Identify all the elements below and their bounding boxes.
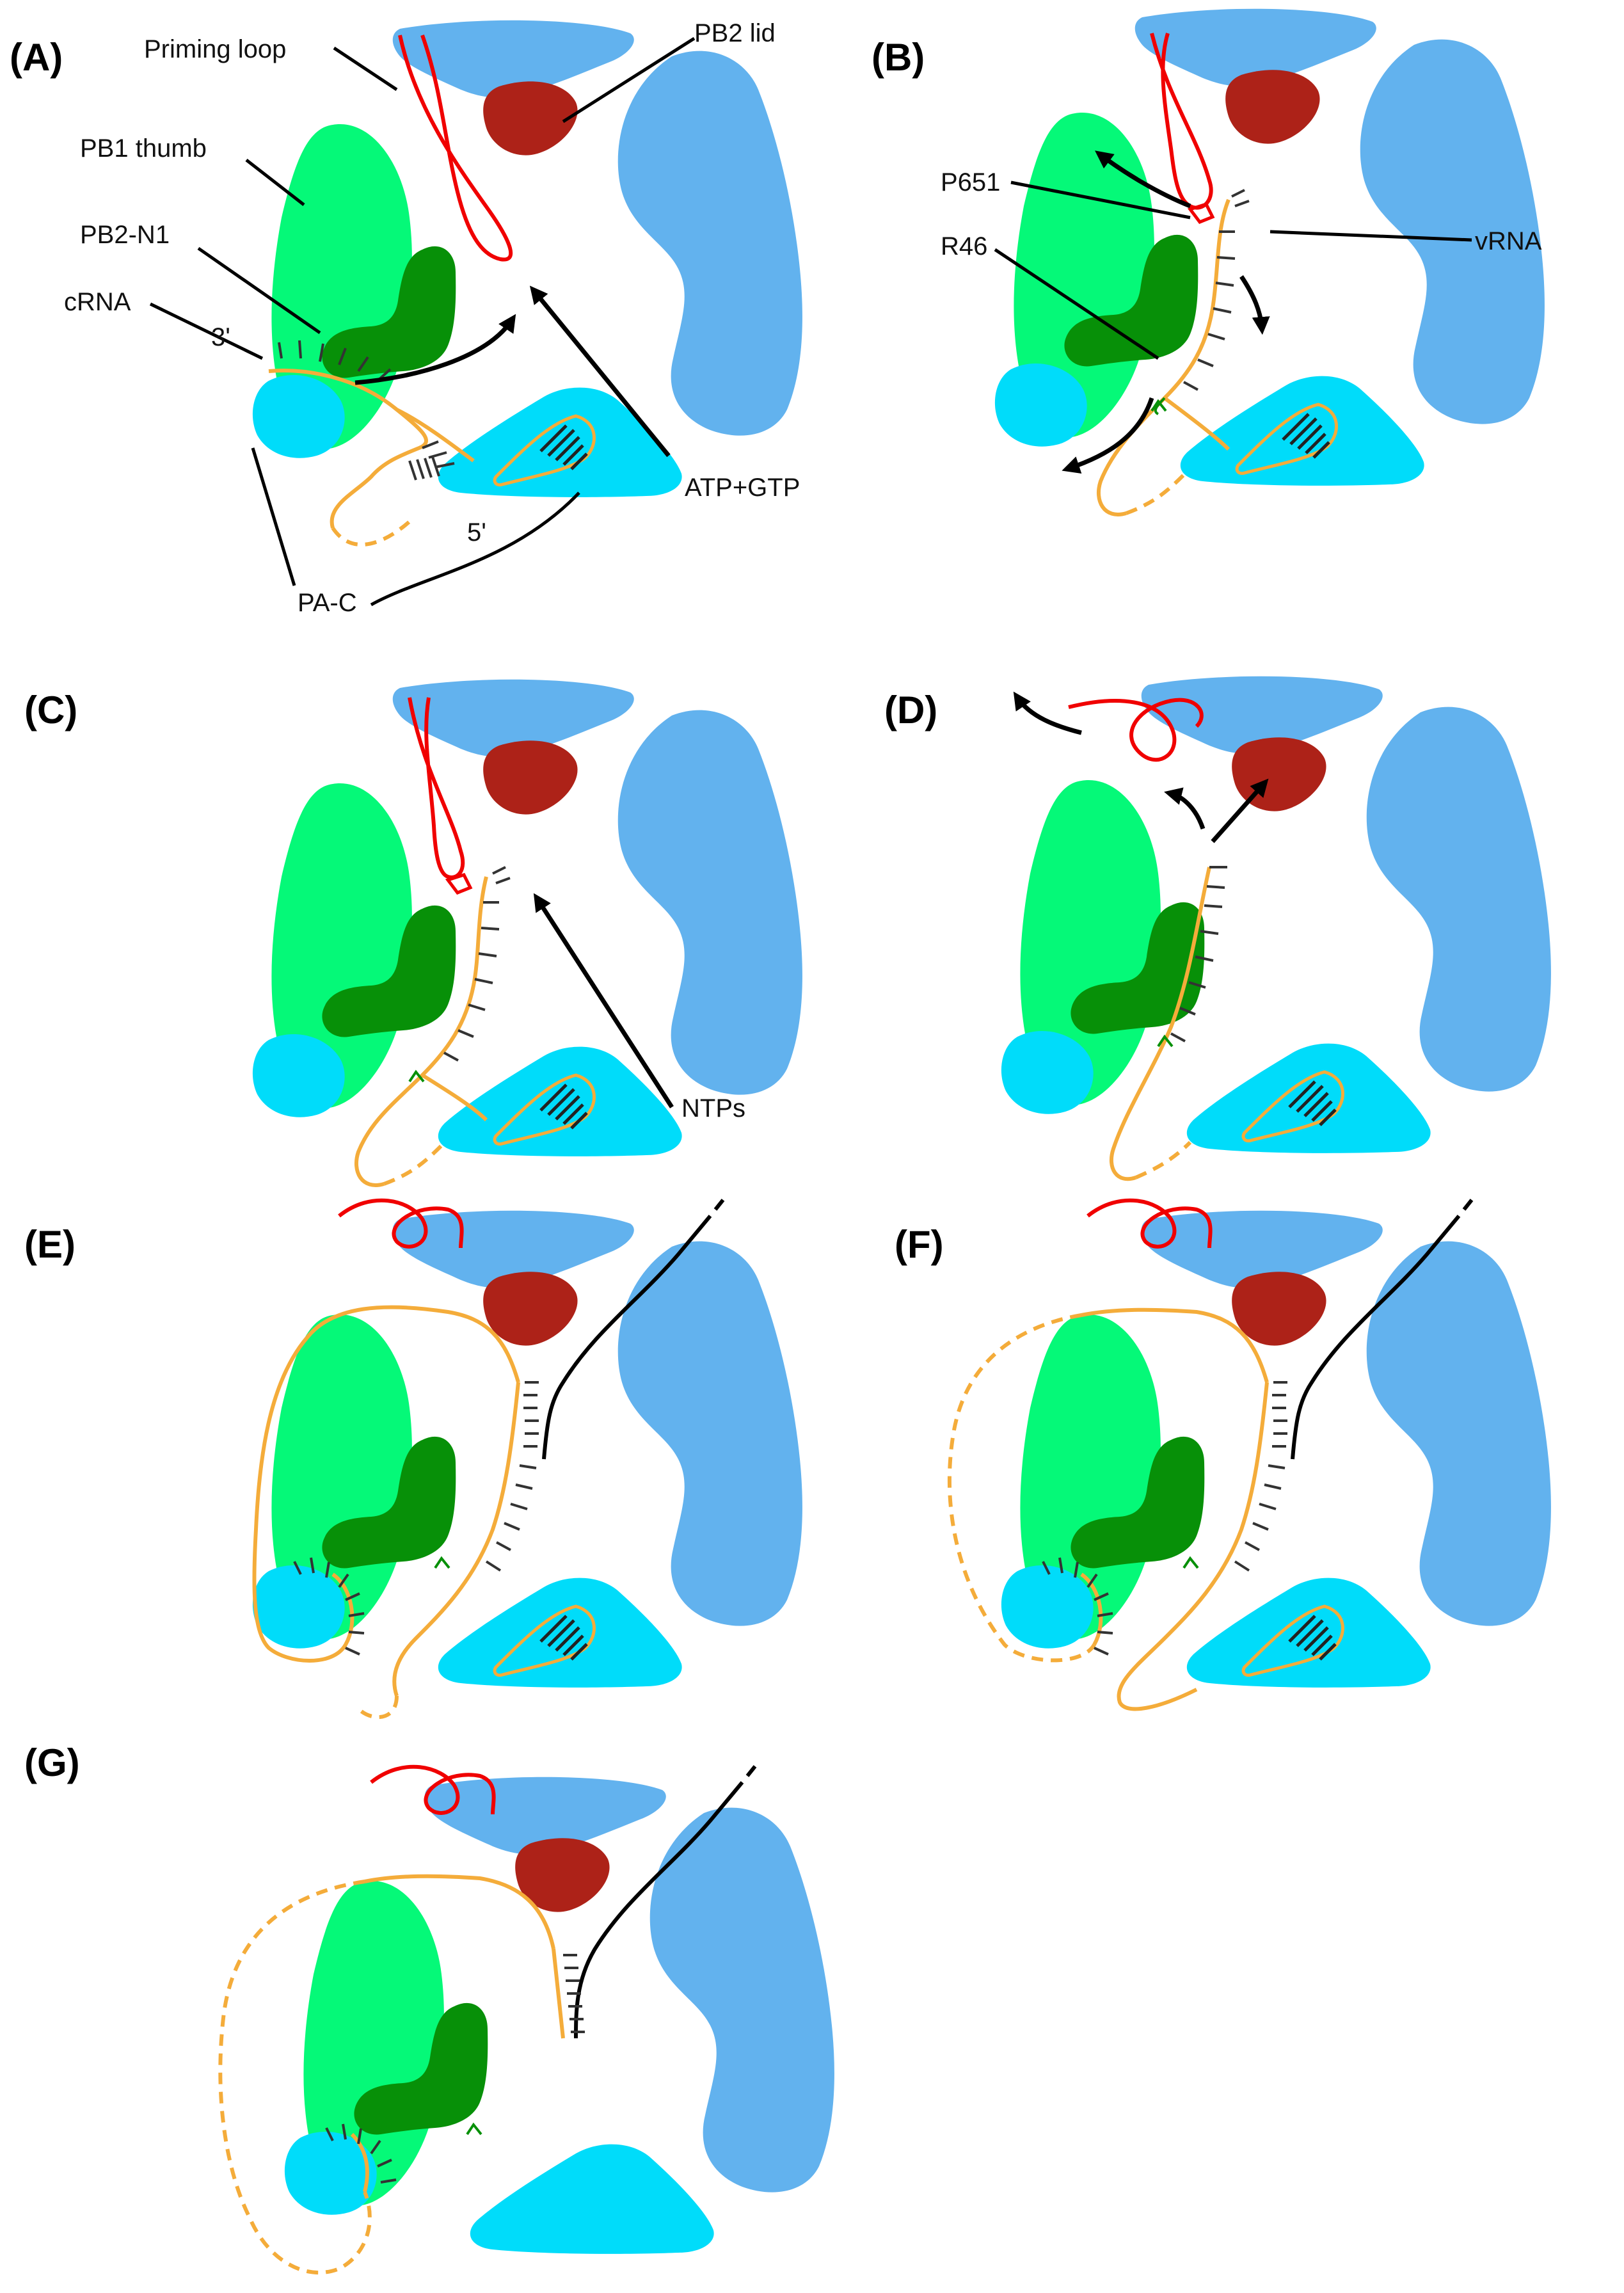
panel-C: (C) NTPs bbox=[24, 679, 802, 1187]
label-pb2-lid: PB2 lid bbox=[694, 19, 776, 47]
label-vrna: vRNA bbox=[1475, 227, 1542, 255]
label-p651: P651 bbox=[941, 168, 1000, 196]
label-5prime: 5' bbox=[467, 518, 486, 547]
panel-G: (G) bbox=[24, 1741, 834, 2275]
panel-F: (F) bbox=[895, 1198, 1551, 1711]
label-atp-gtp: ATP+GTP bbox=[685, 474, 800, 502]
panel-label: (F) bbox=[895, 1223, 944, 1266]
label-3prime: 3' bbox=[211, 323, 230, 351]
panel-label: (B) bbox=[872, 36, 925, 79]
panel-A: (A) Priming loop PB2 lid PB1 thumb PB2-N… bbox=[10, 19, 802, 617]
label-crna: cRNA bbox=[64, 288, 131, 316]
panel-label: (A) bbox=[10, 36, 63, 79]
panel-label: (D) bbox=[884, 689, 937, 731]
label-pb2-n1: PB2-N1 bbox=[80, 221, 170, 249]
label-pb1-thumb: PB1 thumb bbox=[80, 134, 207, 163]
panel-B: (B) P651 R46 vRNA bbox=[872, 8, 1545, 516]
label-r46: R46 bbox=[941, 232, 987, 260]
panel-label: (G) bbox=[24, 1741, 80, 1784]
panel-label: (C) bbox=[24, 689, 77, 731]
crna-strand bbox=[268, 369, 428, 529]
panel-E: (E) bbox=[24, 1198, 802, 1719]
panel-label: (E) bbox=[24, 1223, 76, 1266]
label-pa-c: PA-C bbox=[298, 589, 357, 617]
panel-D: (D) bbox=[884, 676, 1551, 1181]
label-ntps: NTPs bbox=[681, 1094, 745, 1123]
priming-loop bbox=[398, 35, 513, 262]
label-priming-loop: Priming loop bbox=[144, 35, 286, 63]
